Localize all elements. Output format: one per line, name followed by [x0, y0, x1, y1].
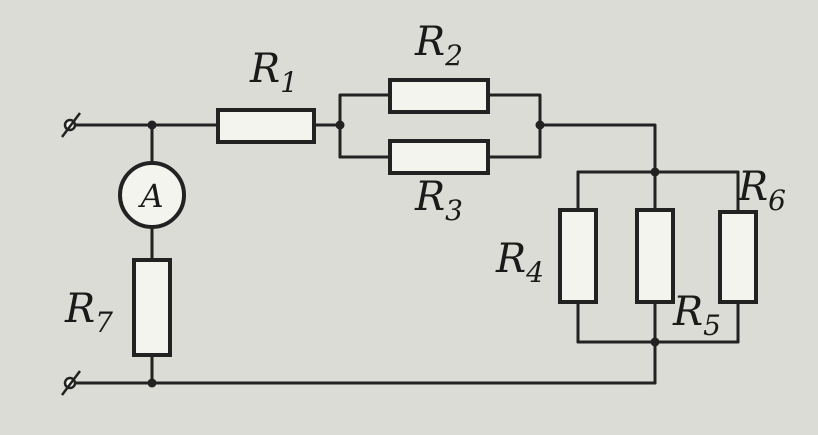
label-r4-sub: 4 — [525, 256, 544, 289]
wire-to-right-group — [538, 123, 657, 174]
wire-r2-branch — [338, 93, 392, 159]
label-r4-main: R — [495, 236, 526, 282]
resistor-r5 — [635, 208, 675, 304]
label-r5-sub: 5 — [703, 309, 721, 342]
label-r2-main: R — [414, 19, 445, 65]
label-r7: R7 — [64, 286, 113, 339]
label-r3-main: R — [414, 174, 445, 220]
junction-left-top — [147, 120, 157, 130]
junction-parallel-left — [335, 120, 345, 130]
terminals — [61, 112, 81, 396]
resistor-r4 — [558, 208, 598, 304]
label-r5: R5 — [672, 289, 721, 342]
label-r2-sub: 2 — [444, 39, 463, 72]
labels: R1 R2 R3 R4 R5 R6 R7 — [64, 19, 786, 342]
label-r6-sub: 6 — [768, 184, 786, 217]
label-r3-sub: 3 — [445, 194, 463, 227]
label-r3: R3 — [414, 174, 463, 227]
resistor-r7 — [132, 258, 172, 357]
resistor-r3 — [388, 139, 490, 175]
junction-left-bottom — [147, 378, 157, 388]
junction-right-bottom — [650, 337, 660, 347]
label-r7-sub: 7 — [95, 306, 113, 339]
label-r4: R4 — [495, 236, 544, 289]
label-r1-sub: 1 — [280, 66, 298, 99]
label-r7-main: R — [64, 286, 95, 332]
resistor-r2 — [388, 78, 490, 114]
ammeter: A — [118, 161, 186, 229]
resistor-r1 — [216, 108, 316, 144]
resistor-r6 — [718, 210, 758, 304]
terminal-bottom-slash — [61, 370, 81, 396]
junction-right-top — [650, 167, 660, 177]
label-r6-main: R — [737, 164, 768, 210]
ammeter-circle — [118, 161, 186, 229]
label-r5-main: R — [672, 289, 703, 335]
wires — [68, 93, 740, 385]
wire-r2-branch-out — [486, 93, 542, 159]
resistors — [132, 78, 758, 357]
label-r1: R1 — [249, 46, 298, 99]
junctions — [147, 120, 660, 388]
label-r6: R6 — [737, 164, 786, 217]
ammeter-symbol: A — [137, 177, 163, 215]
label-r2: R2 — [414, 19, 463, 72]
junction-parallel-right — [535, 120, 545, 130]
terminal-top-slash — [61, 112, 81, 138]
label-r1-main: R — [249, 46, 280, 92]
